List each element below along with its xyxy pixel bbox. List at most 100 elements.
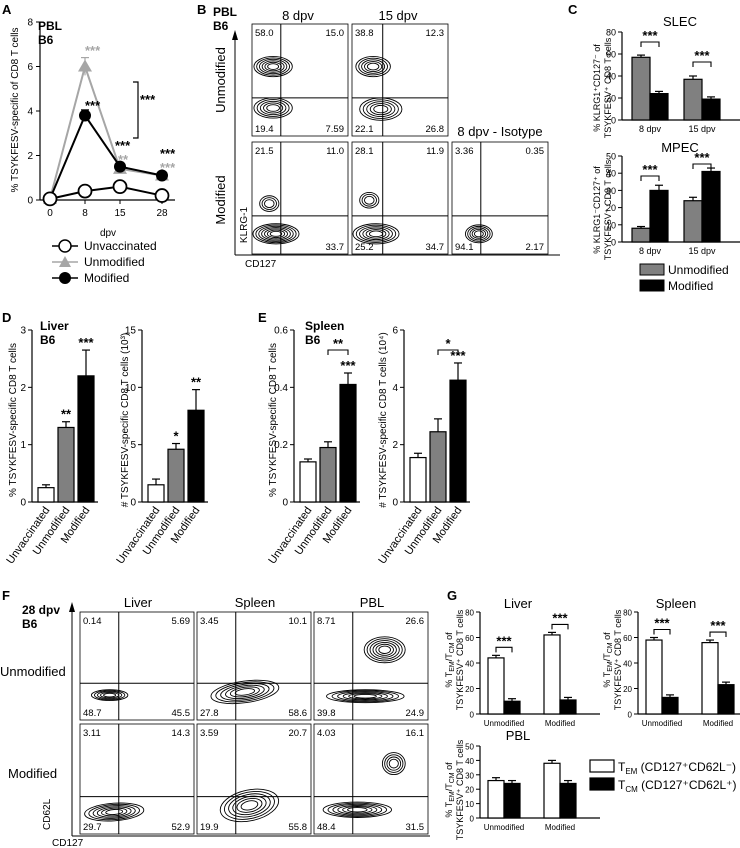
f-liver-modified-contour — [84, 802, 145, 822]
b-unmod-15dpv-contour — [366, 62, 380, 71]
a-star-mod-8: *** — [85, 98, 101, 113]
e-tag-spleen: Spleen — [305, 319, 344, 333]
b-tag-b6: B6 — [213, 19, 229, 33]
b-unmod-15dpv-contour — [369, 103, 392, 116]
a-point-unvaccinated — [112, 179, 128, 195]
bar-ytick-label: 20 — [465, 786, 474, 795]
b-isotype-8dpv-quadrant-value: 94.1 — [455, 242, 474, 253]
bar-star: * — [173, 429, 179, 444]
bar-ytick-label: 0 — [470, 711, 475, 720]
b-unmod-8dpv-quadrant-value: 58.0 — [255, 28, 274, 39]
f-pbl-unmodified-contour — [326, 689, 405, 704]
bar-ytick-label: 10 — [465, 800, 474, 809]
c-top-8dpv-star: *** — [642, 28, 658, 43]
b-isotype-8dpv-quadrant-value: 3.36 — [455, 146, 474, 157]
bar-ytick-label: 40 — [465, 660, 474, 669]
legend-filled-circle-icon — [59, 272, 71, 284]
a-legend-modified: Modified — [84, 271, 129, 285]
b-mod-8dpv-contour — [264, 228, 288, 240]
b-unmod-8dpv-contour — [259, 100, 287, 116]
e-percent-bracket — [327, 349, 349, 355]
a-bracket-star: *** — [140, 92, 156, 107]
c-bot-8dpv-star: *** — [642, 162, 658, 177]
c-legend-unmodified: Unmodified — [668, 263, 729, 277]
f-liver-unmodified-contour — [93, 690, 126, 701]
f-pbl-modified-contour — [342, 806, 373, 814]
bar-ytick-label: 1 — [20, 440, 26, 451]
a-ytick-label: 8 — [27, 18, 33, 29]
g-title-liver: Liver — [504, 596, 533, 611]
bar — [319, 446, 337, 503]
f-liver-unmodified-contour — [90, 689, 129, 702]
a-ylabel: % TSYKFESV-specific of CD8 T cells — [10, 27, 21, 192]
f-pbl-modified-frame — [313, 723, 429, 835]
bar-star: ** — [61, 407, 72, 422]
bar-ytick-label: 50 — [465, 743, 474, 752]
bar-star: *** — [78, 335, 94, 350]
f-pbl-unmodified-contour — [342, 692, 388, 701]
bar — [559, 699, 577, 715]
f-spleen-modified-quadrant-value: 3.59 — [200, 728, 219, 739]
bar-ytick-label: 20 — [623, 685, 632, 694]
bar-category-label: 15 dpv — [688, 124, 716, 134]
bar-ytick-label: 60 — [623, 634, 632, 643]
g-spleen-ylabel-2: TSYKFESV⁺ CD8 T cells — [613, 609, 623, 710]
c-top-ylabel-2: TSYKFESV⁺ CD8 T cells — [603, 37, 613, 138]
a-tag-b6: B6 — [38, 33, 54, 47]
d-ylabel-number: # TSYKFESV-specific CD8 T cells (10³) — [120, 333, 131, 508]
f-liver-modified-quadrant-value: 29.7 — [83, 822, 102, 833]
panel-label-f: F — [2, 588, 10, 603]
b-unmod-15dpv-quadrant-value: 26.8 — [426, 124, 445, 135]
bar-category-label: 8 dpv — [639, 124, 662, 134]
c-bot-title: MPEC — [661, 140, 699, 155]
bar — [299, 461, 317, 503]
panel-c: C SLEC % KLRG1⁺CD127⁻ of TSYKFESV⁺ CD8 T… — [568, 2, 740, 293]
bar-ytick-label: 0.4 — [274, 383, 288, 394]
panel-label-c: C — [568, 2, 578, 17]
bar-ytick-label: 30 — [606, 186, 616, 196]
panel-a: A PBL B6 % TSYKFESV-specific of CD8 T ce… — [2, 2, 176, 285]
b-mod-8dpv-quadrant-value: 11.0 — [326, 146, 344, 157]
f-pbl-modified-contour — [386, 756, 402, 771]
b-unmod-8dpv-frame — [251, 23, 349, 137]
d-tag-liver: Liver — [40, 319, 69, 333]
c-top-8dpv-bracket — [640, 41, 660, 47]
f-liver-unmodified-frame — [79, 611, 195, 721]
bar — [409, 456, 427, 503]
bar — [701, 641, 719, 715]
bar — [187, 409, 205, 503]
b-mod-15dpv-quadrant-value: 34.7 — [426, 242, 445, 253]
f-spleen-unmodified-frame — [196, 611, 312, 721]
b-unmod-8dpv-quadrant-value: 15.0 — [326, 28, 345, 39]
f-spleen-unmodified-quadrant-value: 3.45 — [200, 616, 219, 627]
bar — [429, 431, 447, 503]
f-spleen-unmodified-contour — [229, 686, 260, 698]
panel-label-a: A — [2, 2, 12, 17]
f-pbl-unmodified-contour — [331, 690, 399, 703]
bar-ytick-label: 5 — [130, 440, 136, 451]
f-liver-modified-frame — [79, 723, 195, 835]
c-top-ylabel-1: % KLRG1⁺CD127⁻ of — [592, 44, 602, 132]
b-mod-15dpv-contour — [359, 191, 380, 209]
g-star: *** — [710, 618, 726, 633]
b-unmod-15dpv-contour — [364, 61, 383, 73]
bar-category-label: Unmodified — [642, 719, 682, 728]
bar-ytick-label: 0 — [282, 498, 288, 509]
b-mod-8dpv-contour — [258, 225, 294, 242]
g-liver-ylabel-2: TSYKFESV⁺ CD8 T cells — [455, 609, 465, 710]
a-point-modified — [79, 109, 91, 122]
f-pbl-modified-quadrant-value: 16.1 — [406, 728, 425, 739]
f-pbl-modified-quadrant-value: 48.4 — [317, 822, 336, 833]
b-mod-15dpv-contour — [362, 227, 390, 241]
bar — [559, 782, 577, 819]
b-mod-8dpv-contour — [255, 224, 297, 244]
c-legend: Unmodified Modified — [639, 263, 729, 293]
f-pbl-unmodified-contour — [366, 638, 403, 662]
b-mod-8dpv-contour — [266, 229, 286, 239]
bar-category-label: Unmodified — [484, 823, 524, 832]
f-spleen-unmodified-quadrant-value: 27.8 — [200, 708, 219, 719]
f-pbl-modified-quadrant-value: 31.5 — [406, 822, 425, 833]
bar-ytick-label: 20 — [606, 203, 616, 213]
f-spleen-modified-quadrant-value: 20.7 — [289, 728, 308, 739]
a-legend: Unvaccinated Unmodified Modified — [52, 239, 157, 285]
